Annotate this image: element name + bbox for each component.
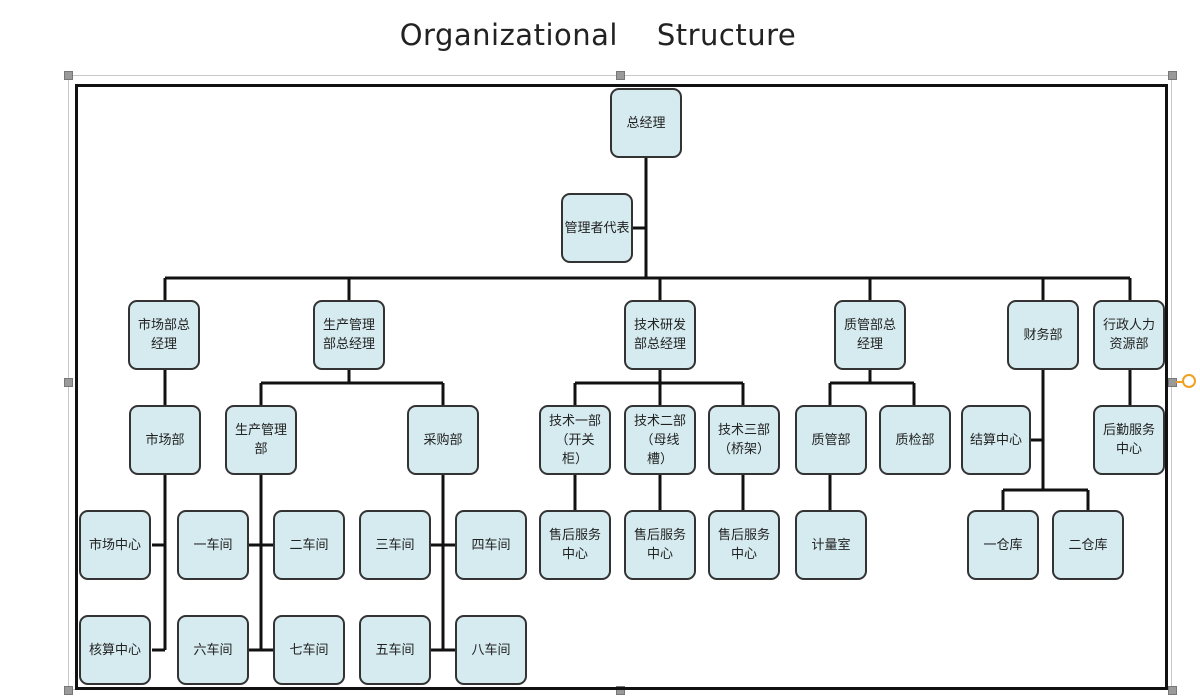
connector — [163, 278, 1132, 300]
node-level4: 售后服务 中心 — [539, 510, 611, 580]
node-level2: 生产管理 部总经理 — [313, 300, 385, 370]
resize-handle-top[interactable] — [616, 71, 625, 80]
connector — [828, 370, 916, 510]
node-level5: 八车间 — [455, 615, 527, 685]
node-level5: 六车间 — [177, 615, 249, 685]
node-level2: 质管部总 经理 — [834, 300, 906, 370]
node-level4: 计量室 — [795, 510, 867, 580]
connector — [573, 370, 745, 405]
node-management-rep: 管理者代表 — [561, 193, 633, 263]
connector — [249, 475, 273, 652]
node-level3: 采购部 — [407, 405, 479, 475]
node-level4: 售后服务 中心 — [708, 510, 780, 580]
node-level4: 三车间 — [359, 510, 431, 580]
rotate-handle-icon[interactable] — [1182, 374, 1196, 388]
connector — [259, 370, 445, 405]
slide-title: Organizational Structure — [399, 18, 797, 52]
connector — [573, 475, 745, 510]
node-level3: 技术三部 （桥架） — [708, 405, 780, 475]
node-level4: 一仓库 — [967, 510, 1039, 580]
node-level4: 四车间 — [455, 510, 527, 580]
node-level4: 一车间 — [177, 510, 249, 580]
connector — [431, 475, 455, 652]
node-level4: 市场中心 — [79, 510, 151, 580]
node-level5: 核算中心 — [79, 615, 151, 685]
node-level2: 市场部总 经理 — [128, 300, 200, 370]
resize-handle-top-left[interactable] — [64, 71, 73, 80]
node-level3: 质管部 — [795, 405, 867, 475]
node-level2: 技术研发 部总经理 — [624, 300, 696, 370]
node-level5: 七车间 — [273, 615, 345, 685]
node-level3: 生产管理 部 — [225, 405, 297, 475]
node-level4: 售后服务 中心 — [624, 510, 696, 580]
resize-handle-bottom-left[interactable] — [64, 686, 73, 695]
connector — [1001, 370, 1090, 510]
org-chart-frame — [75, 84, 1168, 690]
node-level3: 技术二部 （母线 槽） — [624, 405, 696, 475]
node-level5: 五车间 — [359, 615, 431, 685]
node-level3: 市场部 — [129, 405, 201, 475]
resize-handle-left[interactable] — [64, 378, 73, 387]
resize-handle-bottom[interactable] — [616, 686, 625, 695]
node-level2: 行政人力 资源部 — [1093, 300, 1165, 370]
node-level4: 二车间 — [273, 510, 345, 580]
node-level4: 二仓库 — [1052, 510, 1124, 580]
node-general-manager: 总经理 — [610, 88, 682, 158]
node-level3: 质检部 — [879, 405, 951, 475]
node-level2: 财务部 — [1007, 300, 1079, 370]
rotate-handle-stem — [1176, 381, 1183, 383]
node-level3: 结算中心 — [961, 405, 1031, 475]
resize-handle-bottom-right[interactable] — [1168, 686, 1177, 695]
resize-handle-top-right[interactable] — [1168, 71, 1177, 80]
node-level3: 技术一部 （开关 柜） — [539, 405, 611, 475]
node-level3: 后勤服务 中心 — [1093, 405, 1165, 475]
